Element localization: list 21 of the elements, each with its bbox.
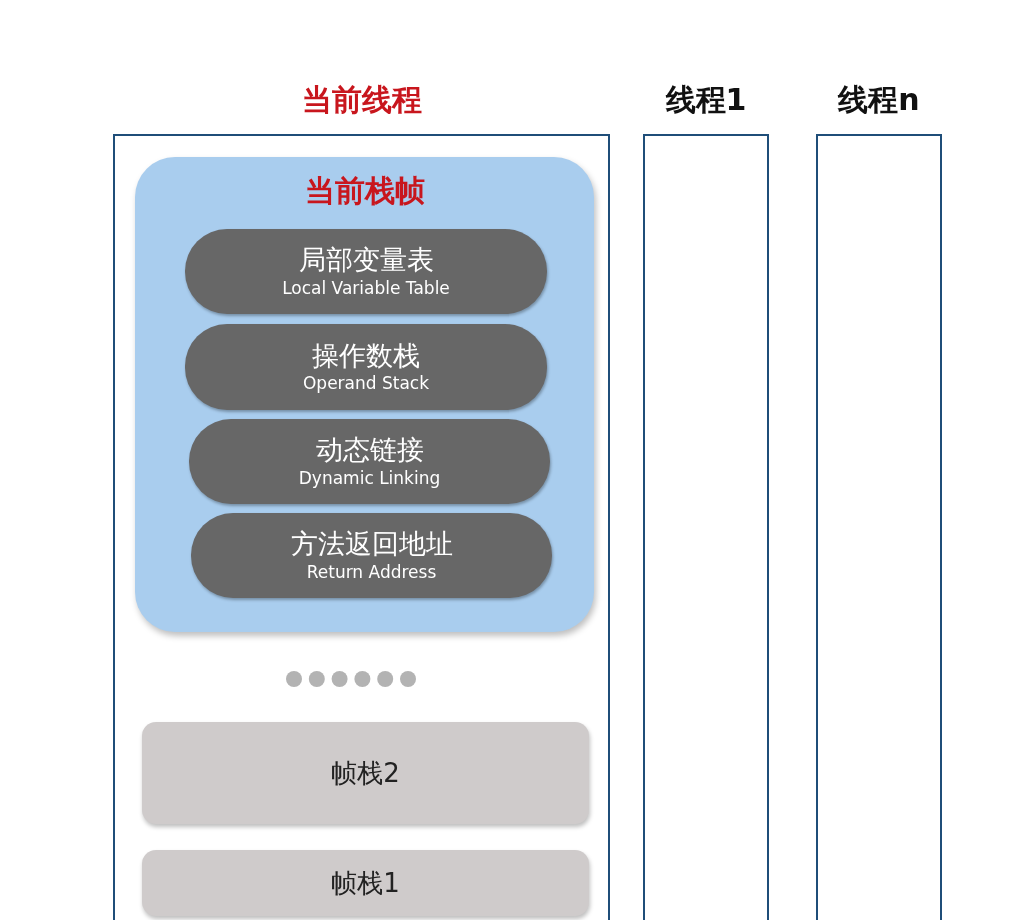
frame-section-pill: [185, 324, 547, 410]
frame-section-pill: [191, 513, 552, 598]
section-name: 动态链接: [315, 434, 424, 467]
section-english-name: Operand Stack: [302, 372, 430, 395]
section-english-name: Dynamic Linking: [298, 466, 441, 489]
stack-frame-panel: [135, 157, 594, 632]
thread-heading: 线程n: [836, 81, 921, 119]
stack-frame-block: [142, 850, 589, 916]
section-english-name: Local Variable Table: [282, 276, 450, 299]
section-name: 操作数栈: [312, 339, 420, 373]
frame-section-pill: [185, 229, 547, 314]
section-name: 方法返回地址: [290, 528, 453, 561]
stack-frame-block: [142, 722, 589, 824]
section-english-name: Return Address: [306, 560, 437, 583]
section-name: 局部变量表: [298, 244, 434, 277]
stack-frame-label: 帧栈2: [331, 756, 400, 790]
frame-heading: 当前栈帧: [303, 172, 426, 210]
stack-frame-label: 帧栈1: [331, 866, 400, 900]
frame-section-pill: [189, 419, 550, 504]
thread-heading: 当前线程: [300, 81, 423, 119]
thread-heading: 线程1: [664, 81, 748, 119]
